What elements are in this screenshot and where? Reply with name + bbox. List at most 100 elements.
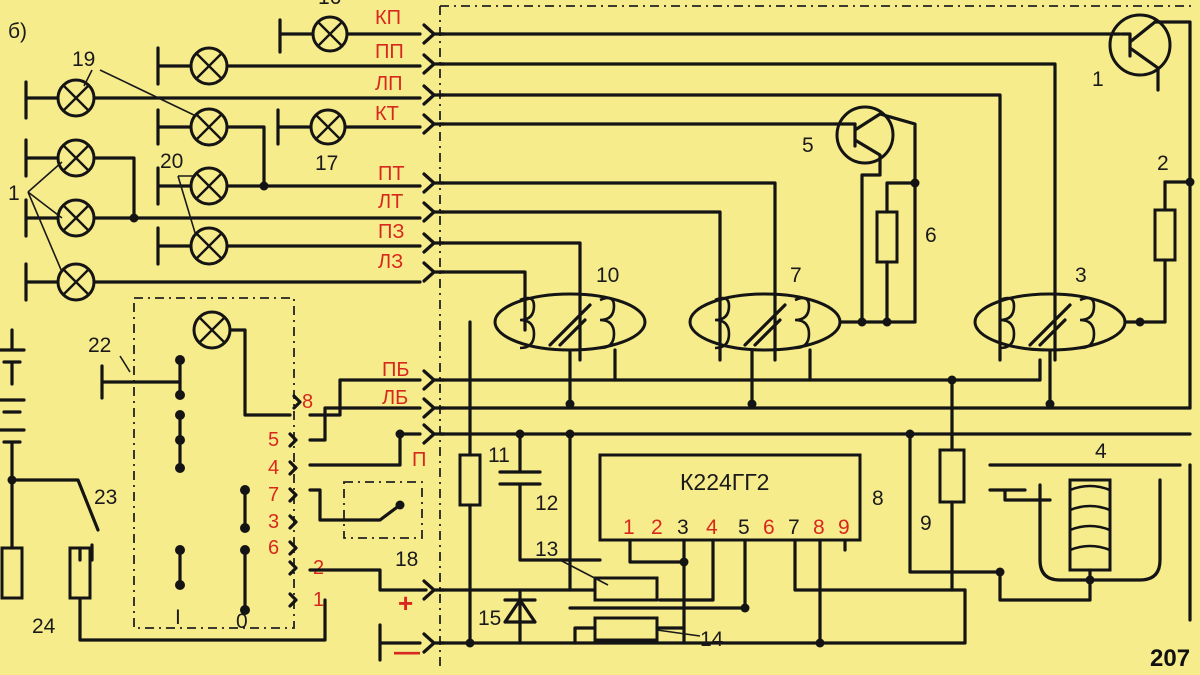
switch-contact-number: 8: [302, 391, 313, 413]
switch-23: [10, 478, 100, 562]
switch-contact-chevron: [288, 514, 298, 530]
connector-chevron: [422, 579, 446, 601]
switch-contact-number: 5: [268, 429, 279, 451]
chip-pin-label: 8: [813, 516, 825, 539]
junction-dot: [747, 399, 757, 409]
chip-pin-label: 2: [651, 516, 663, 539]
connector-chevron: [422, 113, 446, 135]
lamp-19-left: [56, 78, 96, 118]
junction-dot: [395, 429, 405, 439]
switch-position-1: I: [175, 606, 181, 629]
ref-7: 7: [790, 264, 802, 287]
junction-dot: [1135, 317, 1145, 327]
ref-20: 20: [160, 150, 183, 173]
connector-chevron: [422, 232, 446, 254]
switch-22-lever: [100, 364, 182, 400]
connector-chevron: [422, 397, 446, 419]
fuse-wires: [10, 478, 82, 562]
connector-pt: ПТ: [378, 163, 405, 185]
ref-22: 22: [88, 334, 111, 357]
connector-p: П: [412, 449, 426, 471]
lamp-16: [311, 15, 349, 53]
chip-pin-label: 7: [788, 516, 800, 539]
resistor-9: [938, 448, 966, 504]
junction-dot: [515, 429, 525, 439]
junction-dot: [1085, 575, 1095, 585]
lamp-1-bottom: [56, 262, 96, 302]
ref-19: 19: [72, 48, 95, 71]
resistor-14: [593, 616, 659, 642]
connector-lb: ЛБ: [382, 387, 408, 409]
junction-dot: [815, 638, 825, 648]
leaders-20: [177, 175, 197, 237]
chip-pin-label: 3: [677, 516, 689, 539]
switch-contact-number: 7: [268, 484, 279, 506]
chip-pin-label: 4: [706, 516, 718, 539]
signal-wires: [438, 32, 1192, 645]
switch-contact-number: 6: [268, 537, 279, 559]
lamp-19-right: [189, 107, 229, 147]
leader-14: [656, 629, 701, 637]
ref-9: 9: [920, 512, 932, 535]
reed-relay-7: [688, 292, 864, 406]
connector-lp: ЛП: [375, 73, 403, 95]
switch-contacts-column-2: [240, 485, 250, 615]
ref-3: 3: [1075, 264, 1087, 287]
connector-pz: ПЗ: [378, 221, 404, 243]
switch-contact-number: 3: [268, 511, 279, 533]
junction-dot: [565, 399, 575, 409]
ref-6: 6: [925, 224, 937, 247]
chip-pin-label: 1: [623, 516, 635, 539]
resistor-2-wire: [1138, 180, 1192, 410]
resistor-2: [1153, 208, 1177, 262]
connector-pb: ПБ: [382, 359, 410, 381]
ref-18: 18: [395, 548, 418, 571]
ref-14: 14: [700, 628, 724, 651]
junction-dot: [565, 429, 575, 439]
junction-dot: [395, 500, 405, 510]
ref-13: 13: [535, 538, 558, 561]
resistor-13-14-wires: [568, 588, 747, 645]
switch-position-0: 0: [236, 610, 248, 633]
ref-10: 10: [596, 264, 619, 287]
chip-pin-label: 6: [763, 516, 775, 539]
leaders-1: [27, 161, 63, 273]
junction-dot: [1185, 177, 1195, 187]
resistor-13: [593, 576, 659, 602]
switch-wiring: [78, 378, 422, 642]
connector-minus: —: [394, 636, 420, 666]
resistor-left: [458, 453, 482, 507]
ref-23: 23: [94, 486, 117, 509]
ref-8: 8: [872, 487, 884, 510]
switch-contacts-column-1: [175, 355, 185, 590]
connector-chevron: [422, 84, 446, 106]
junction-dot: [905, 429, 915, 439]
chip-pin-wires: [628, 432, 1002, 645]
ref-1-lamps: 1: [8, 182, 20, 205]
connector-chevron: [422, 632, 446, 654]
switch-contact-chevron: [288, 432, 298, 448]
ref-11: 11: [488, 444, 510, 467]
ref-15: 15: [478, 607, 501, 630]
ref-12: 12: [535, 492, 558, 515]
junction-dot: [882, 317, 892, 327]
page-number: 207: [1150, 645, 1190, 672]
switch-contact-chevron: [288, 460, 298, 476]
junction-dot: [679, 557, 689, 567]
battery: [0, 328, 26, 482]
connector-kp: КП: [375, 7, 401, 29]
ref-24: 24: [32, 615, 56, 638]
ref-2: 2: [1157, 152, 1169, 175]
switch-contact-chevron: [292, 394, 302, 410]
ref-16: 16: [318, 0, 341, 9]
switch-contact-number: 2: [313, 557, 324, 579]
relay-4: [988, 463, 1192, 622]
ref-4: 4: [1095, 440, 1107, 463]
switch-contact-number: 1: [313, 589, 324, 611]
lamp-20-top: [189, 166, 229, 206]
capacitor-11: [498, 432, 602, 562]
connector-chevron: [422, 261, 446, 283]
